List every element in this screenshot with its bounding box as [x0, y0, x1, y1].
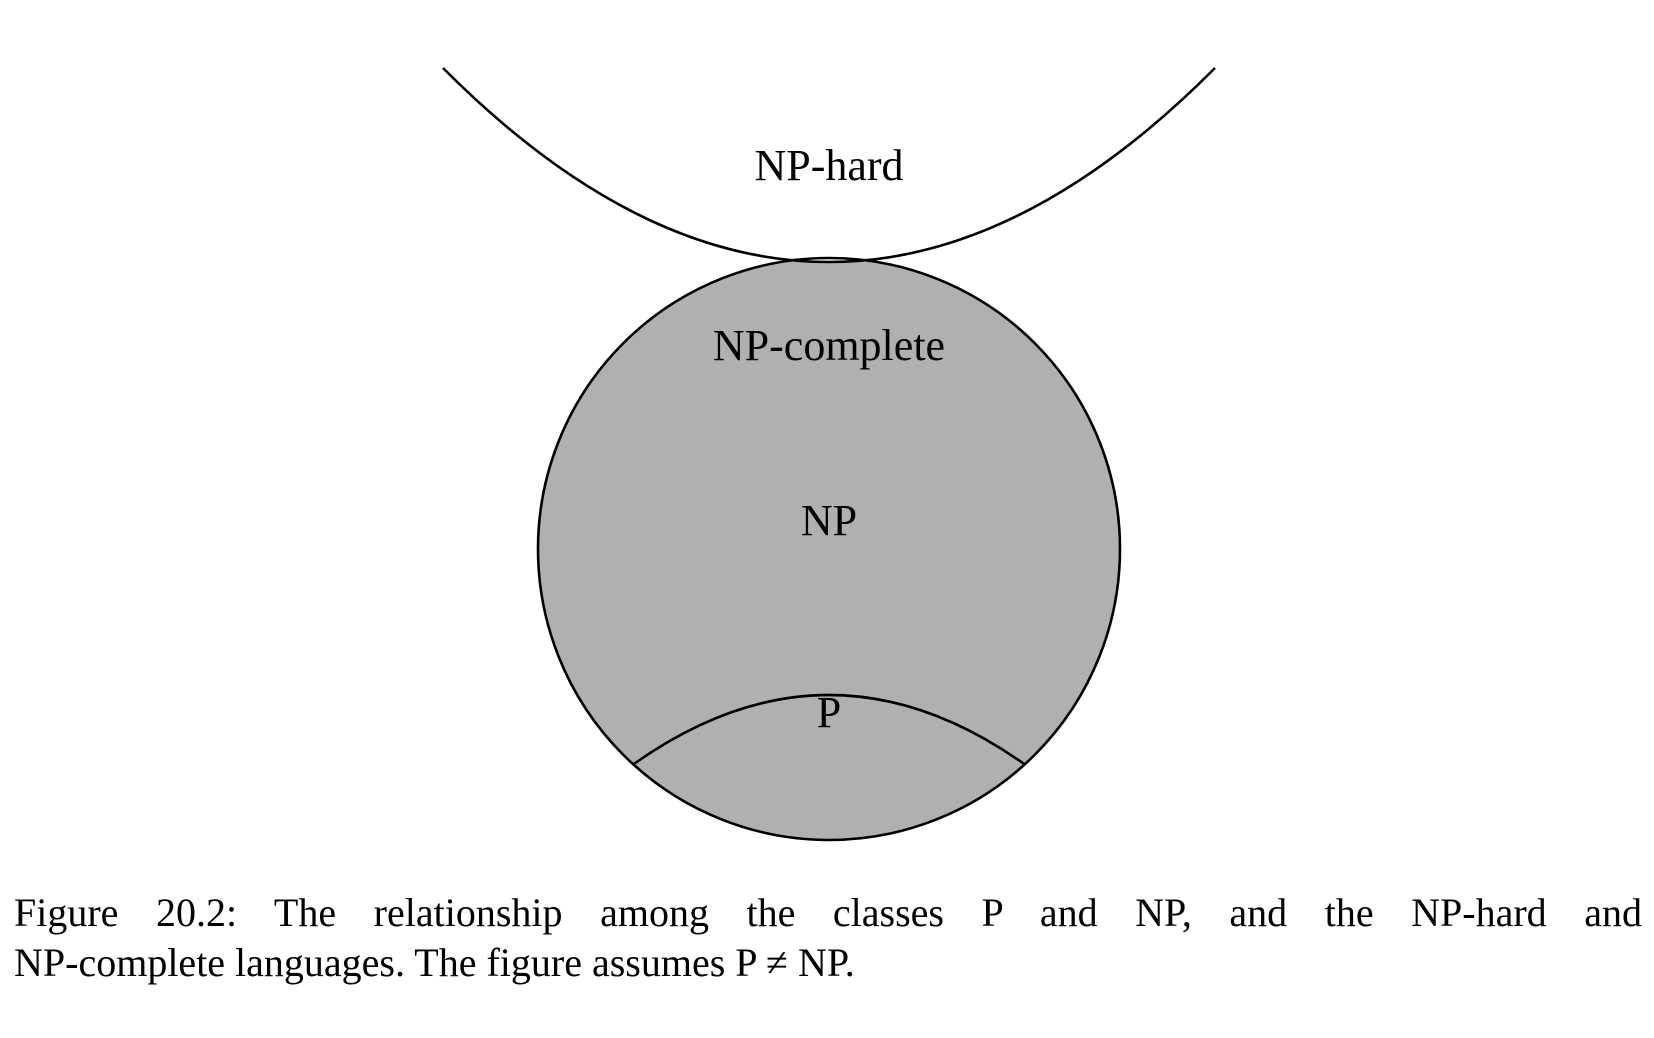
caption-line-1: Figure 20.2: The relationship among the …: [14, 890, 1642, 935]
label-np-hard: NP-hard: [754, 141, 903, 190]
p-arc-clip-group: [599, 693, 1059, 792]
figure-caption: Figure 20.2: The relationship among the …: [14, 888, 1642, 988]
np-circle-outline: [536, 256, 1122, 842]
np-complete-region-fill: [538, 258, 1120, 840]
caption-line-2: NP-complete languages. The figure assume…: [14, 940, 855, 985]
venn-diagram-np-classes: NP-hard NP-complete NP P: [442, 67, 1216, 842]
p-region-arc-outline: [599, 693, 1059, 792]
figure-diagram-area: NP-hard NP-complete NP P: [442, 67, 1216, 842]
label-np-complete: NP-complete: [713, 321, 945, 370]
label-np: NP: [801, 496, 857, 545]
np-complete-fill-circle-part: [538, 258, 1120, 840]
label-p: P: [817, 688, 841, 737]
np-hard-parabola-outline: [442, 67, 1216, 264]
